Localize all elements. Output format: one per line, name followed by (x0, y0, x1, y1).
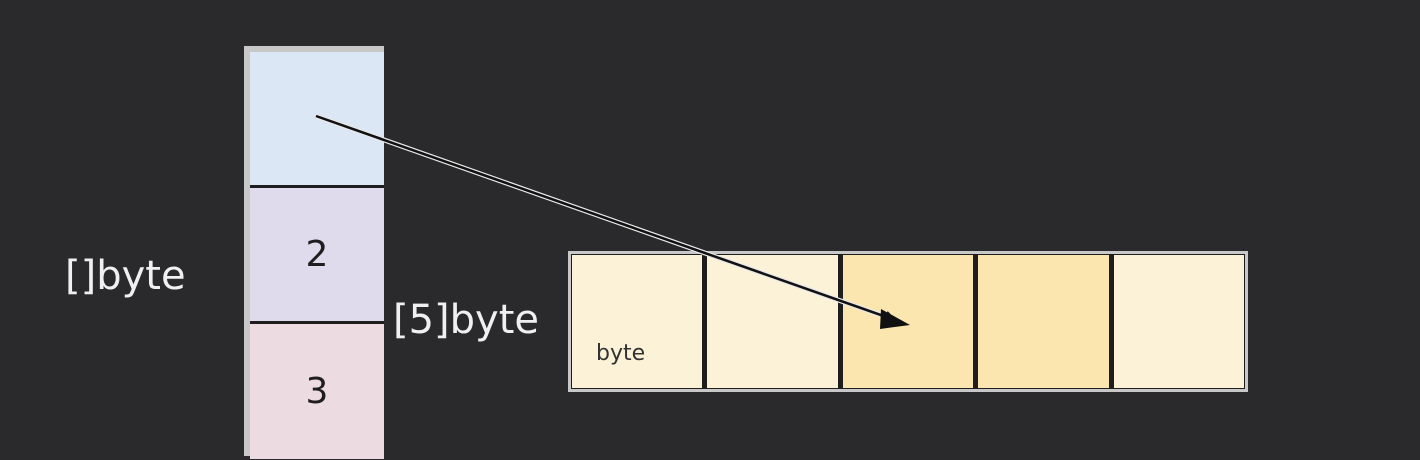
slice-header: 2 3 (244, 46, 384, 459)
array-type-label: [5]byte (393, 297, 540, 343)
backing-array: byte (568, 251, 1248, 392)
array-element-caption: byte (596, 341, 646, 366)
array-cell-4 (1112, 254, 1246, 389)
slice-capacity-cell: 3 (250, 324, 384, 459)
slice-length-cell: 2 (250, 188, 384, 324)
slice-pointer-cell (250, 52, 384, 188)
array-cell-0: byte (571, 254, 704, 389)
array-cell-1 (706, 254, 839, 389)
array-cell-3 (977, 254, 1110, 389)
array-cell-2 (841, 254, 975, 389)
slice-type-label: []byte (65, 253, 186, 299)
